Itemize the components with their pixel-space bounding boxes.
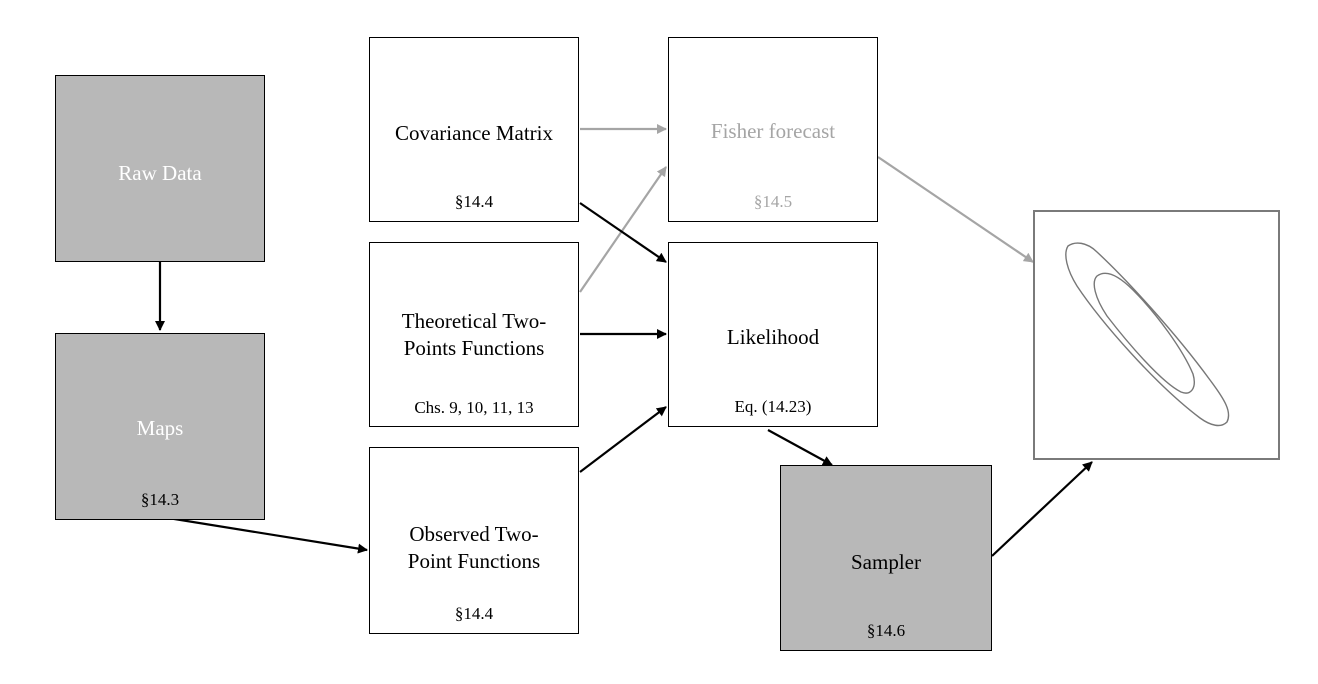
likelihood-box: Likelihood Eq. (14.23) <box>668 242 878 427</box>
observed-functions-box: Observed Two- Point Functions §14.4 <box>369 447 579 634</box>
theoretical-functions-title-line1: Theoretical Two- <box>401 309 547 333</box>
arrow-covariance-to-likelihood <box>579 202 667 263</box>
arrow-sampler-to-contour <box>991 461 1093 557</box>
covariance-matrix-box: Covariance Matrix §14.4 <box>369 37 579 222</box>
observed-functions-title-line1: Observed Two- <box>409 522 539 546</box>
sampler-box: Sampler §14.6 <box>780 465 992 651</box>
contour-plot-box <box>1033 210 1280 460</box>
sampler-ref: §14.6 <box>866 621 906 640</box>
maps-title: Maps <box>136 416 184 440</box>
observed-functions-title-line2: Point Functions <box>407 549 541 573</box>
arrow-observed-to-likelihood <box>579 406 667 473</box>
theoretical-functions-ref: Chs. 9, 10, 11, 13 <box>414 398 534 417</box>
likelihood-title: Likelihood <box>726 325 820 349</box>
fisher-forecast-ref: §14.5 <box>753 192 793 211</box>
covariance-matrix-ref: §14.4 <box>454 192 494 211</box>
covariance-matrix-title: Covariance Matrix <box>394 121 554 145</box>
arrow-theory-to-fisher <box>579 166 667 293</box>
theoretical-functions-title-line2: Points Functions <box>403 336 545 360</box>
arrow-likelihood-to-sampler <box>767 429 833 466</box>
raw-data-title: Raw Data <box>118 161 202 185</box>
sampler-title: Sampler <box>851 550 921 574</box>
maps-box: Maps §14.3 <box>55 333 265 520</box>
fisher-forecast-title: Fisher forecast <box>710 119 836 143</box>
outer-contour <box>1065 242 1230 427</box>
arrow-maps-to-observed <box>161 515 368 554</box>
raw-data-box: Raw Data <box>55 75 265 262</box>
likelihood-ref: Eq. (14.23) <box>734 397 812 416</box>
theoretical-functions-box: Theoretical Two- Points Functions Chs. 9… <box>369 242 579 427</box>
observed-functions-ref: §14.4 <box>454 604 494 623</box>
fisher-forecast-box: Fisher forecast §14.5 <box>668 37 878 222</box>
maps-ref: §14.3 <box>140 490 180 509</box>
posterior-contour-plot <box>1065 242 1230 427</box>
arrow-fisher-to-contour <box>877 156 1034 263</box>
inner-contour <box>1093 272 1195 394</box>
